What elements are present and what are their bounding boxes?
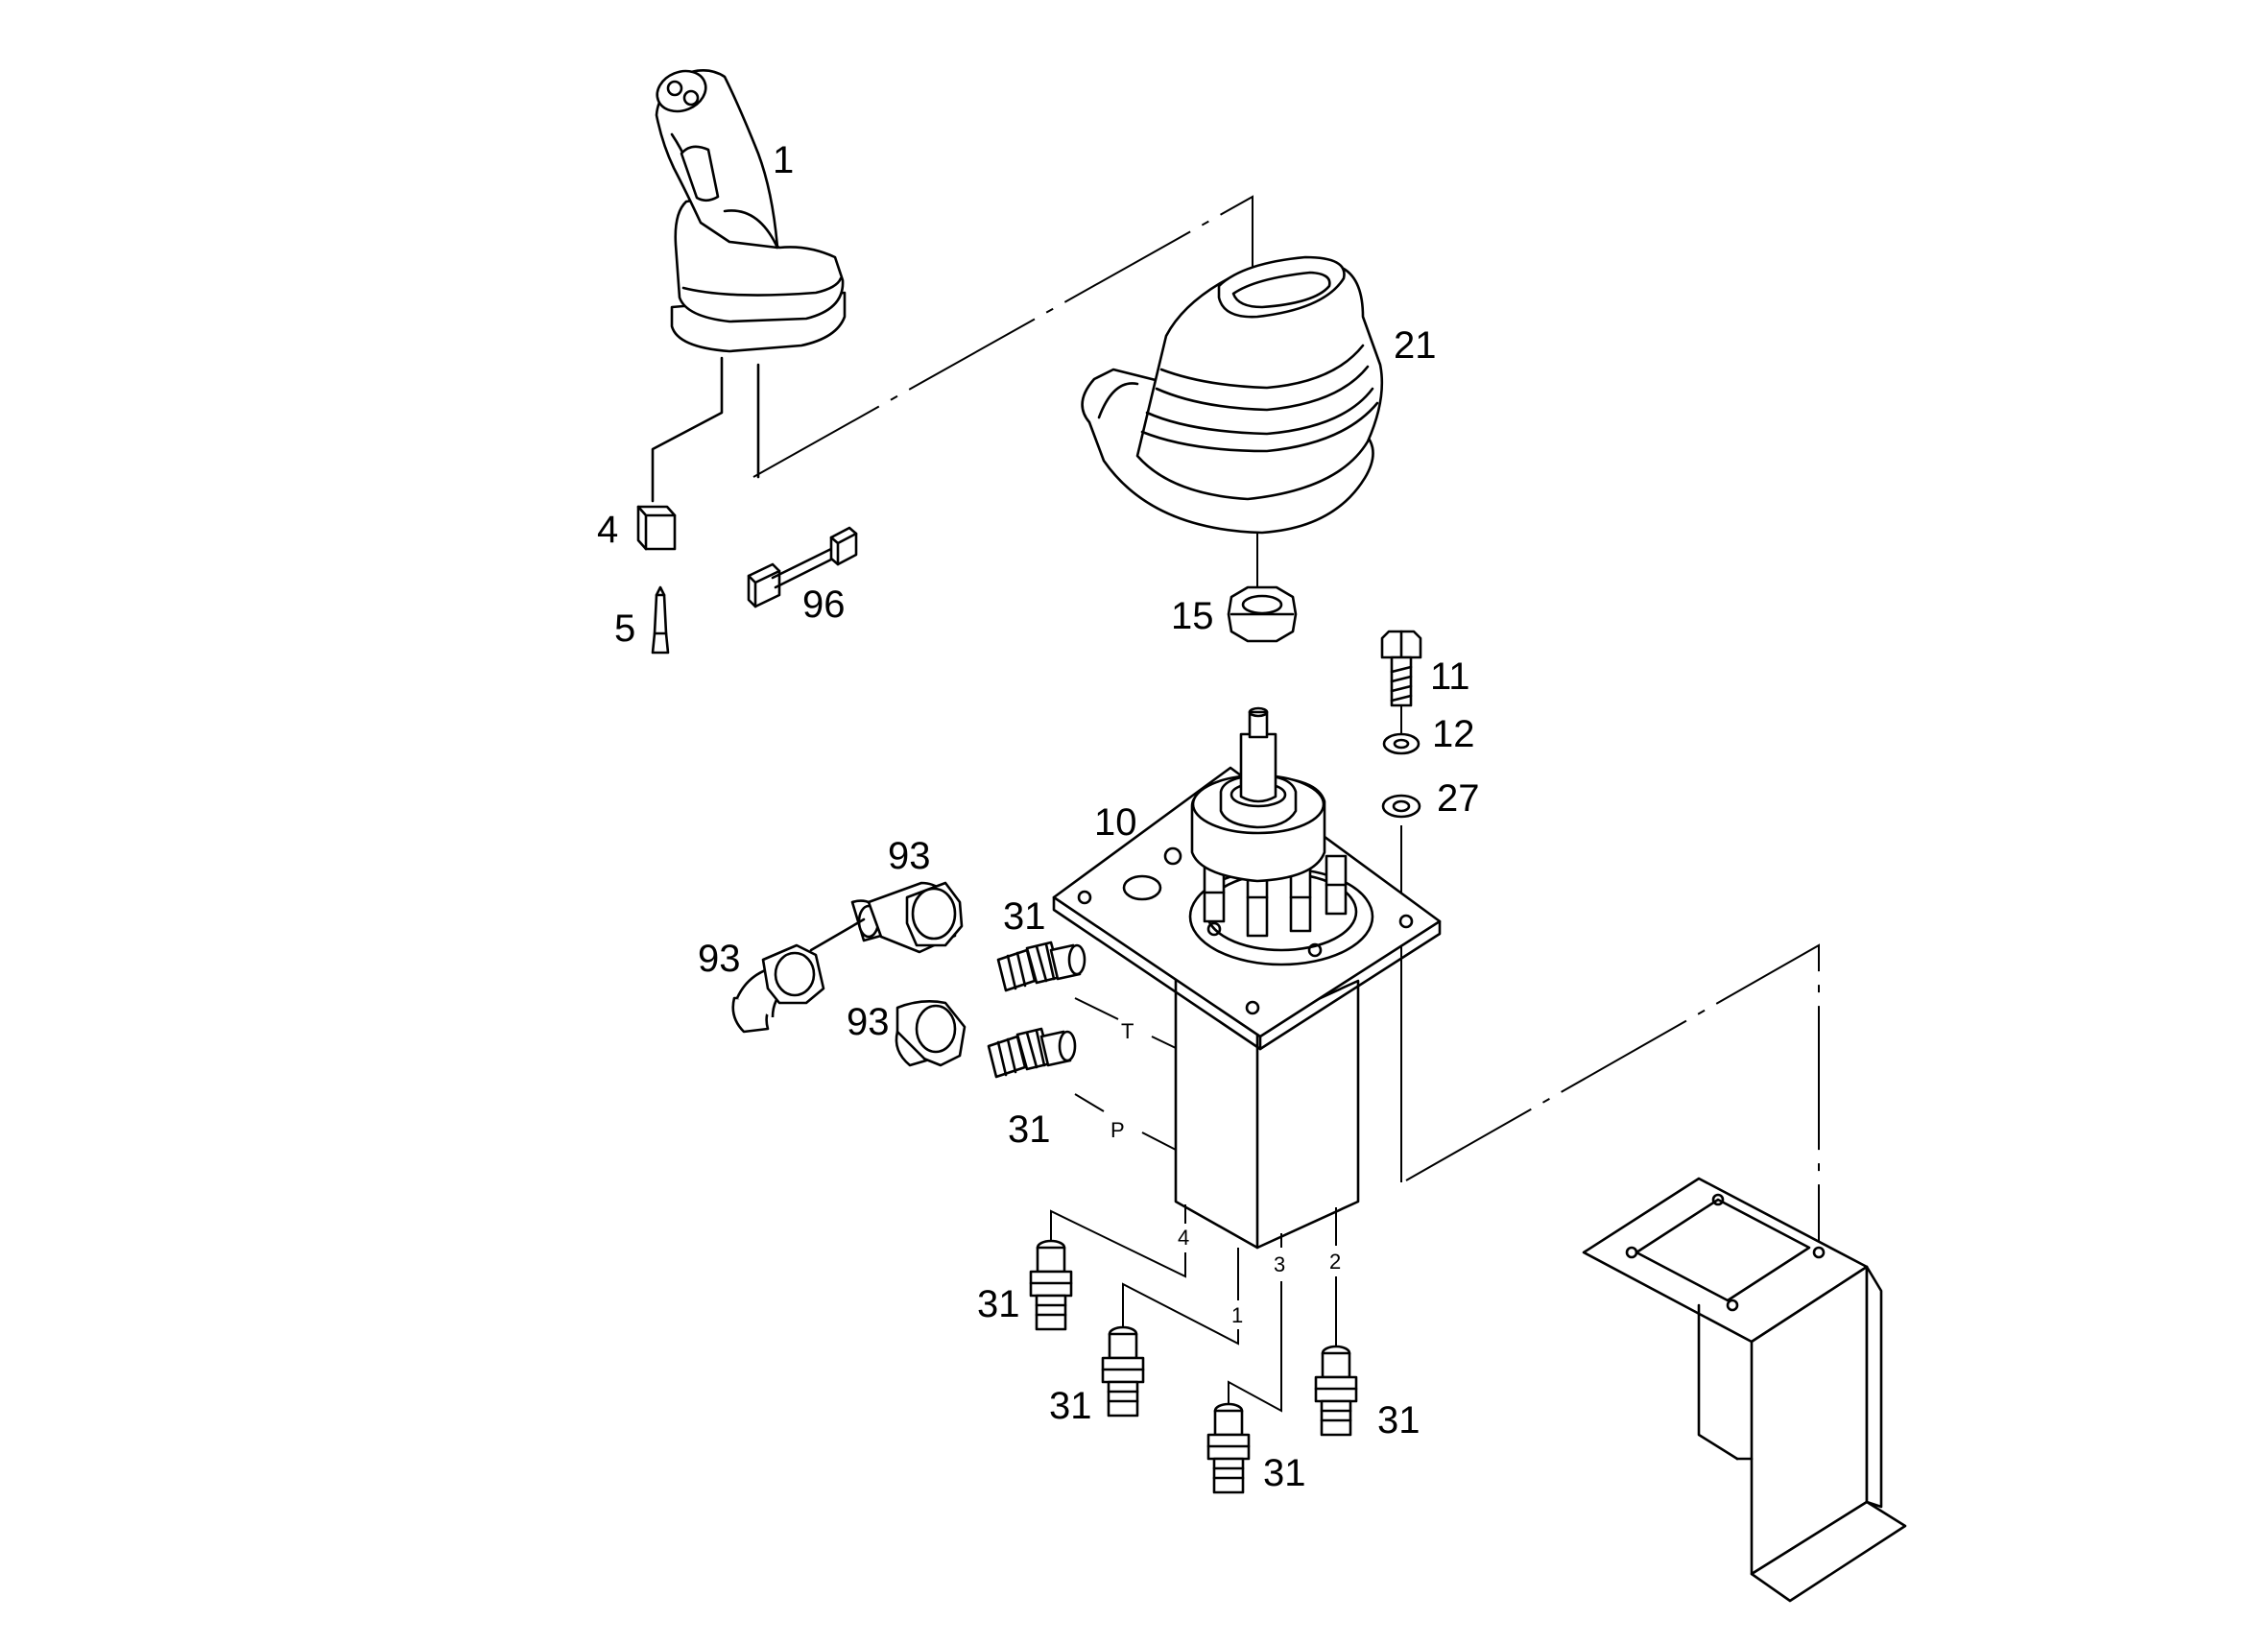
callout-10: 10	[1094, 801, 1137, 844]
callout-21: 21	[1394, 324, 1437, 367]
adapter-vertical-3	[1206, 1402, 1251, 1494]
callout-31-port1: 31	[1049, 1385, 1092, 1427]
pin	[651, 585, 670, 655]
callout-4: 4	[597, 509, 618, 551]
port-label-4: 4	[1178, 1226, 1189, 1250]
callout-31-mid: 31	[1008, 1108, 1051, 1151]
callout-31-port4: 31	[977, 1283, 1020, 1325]
callout-1: 1	[773, 139, 794, 181]
rubber-boot	[1081, 255, 1384, 535]
joystick-handle	[651, 69, 847, 503]
callout-31-port2: 31	[1377, 1399, 1420, 1441]
hex-nut	[1227, 585, 1298, 643]
adapter-horizontal-lower	[987, 1027, 1077, 1079]
mounting-bracket	[1582, 1177, 1907, 1603]
callout-5: 5	[614, 608, 635, 650]
callout-12: 12	[1432, 713, 1475, 755]
port-label-2: 2	[1329, 1250, 1341, 1274]
adapter-vertical-4	[1314, 1345, 1358, 1437]
elbow-fitting-upper	[850, 881, 964, 954]
callout-93-left: 93	[698, 938, 741, 980]
connector-clip	[636, 505, 677, 551]
port-label-p: P	[1110, 1118, 1125, 1142]
bolt	[1380, 630, 1422, 707]
adapter-vertical-2	[1101, 1325, 1145, 1418]
cable-harness	[747, 526, 858, 608]
port-label-3: 3	[1274, 1252, 1285, 1276]
port-leader-lines	[1050, 997, 1337, 1413]
callout-15: 15	[1171, 595, 1214, 637]
callout-93-lower: 93	[847, 1001, 890, 1043]
port-label-t: T	[1121, 1019, 1134, 1043]
flat-washer	[1381, 794, 1421, 819]
callout-31-upper: 31	[1003, 895, 1046, 938]
adapter-horizontal-upper	[996, 941, 1086, 992]
port-label-1: 1	[1231, 1303, 1243, 1327]
callout-11: 11	[1430, 655, 1470, 698]
callout-93-top: 93	[888, 835, 931, 877]
adapter-vertical-1	[1029, 1239, 1073, 1331]
elbow-fitting-lower	[895, 1000, 967, 1067]
pilot-valve	[1052, 706, 1442, 1250]
elbow-fitting-left	[731, 917, 866, 1034]
callout-31-port3: 31	[1263, 1452, 1306, 1494]
spring-washer	[1382, 732, 1420, 755]
callout-27: 27	[1437, 777, 1480, 820]
callout-96: 96	[802, 584, 846, 626]
